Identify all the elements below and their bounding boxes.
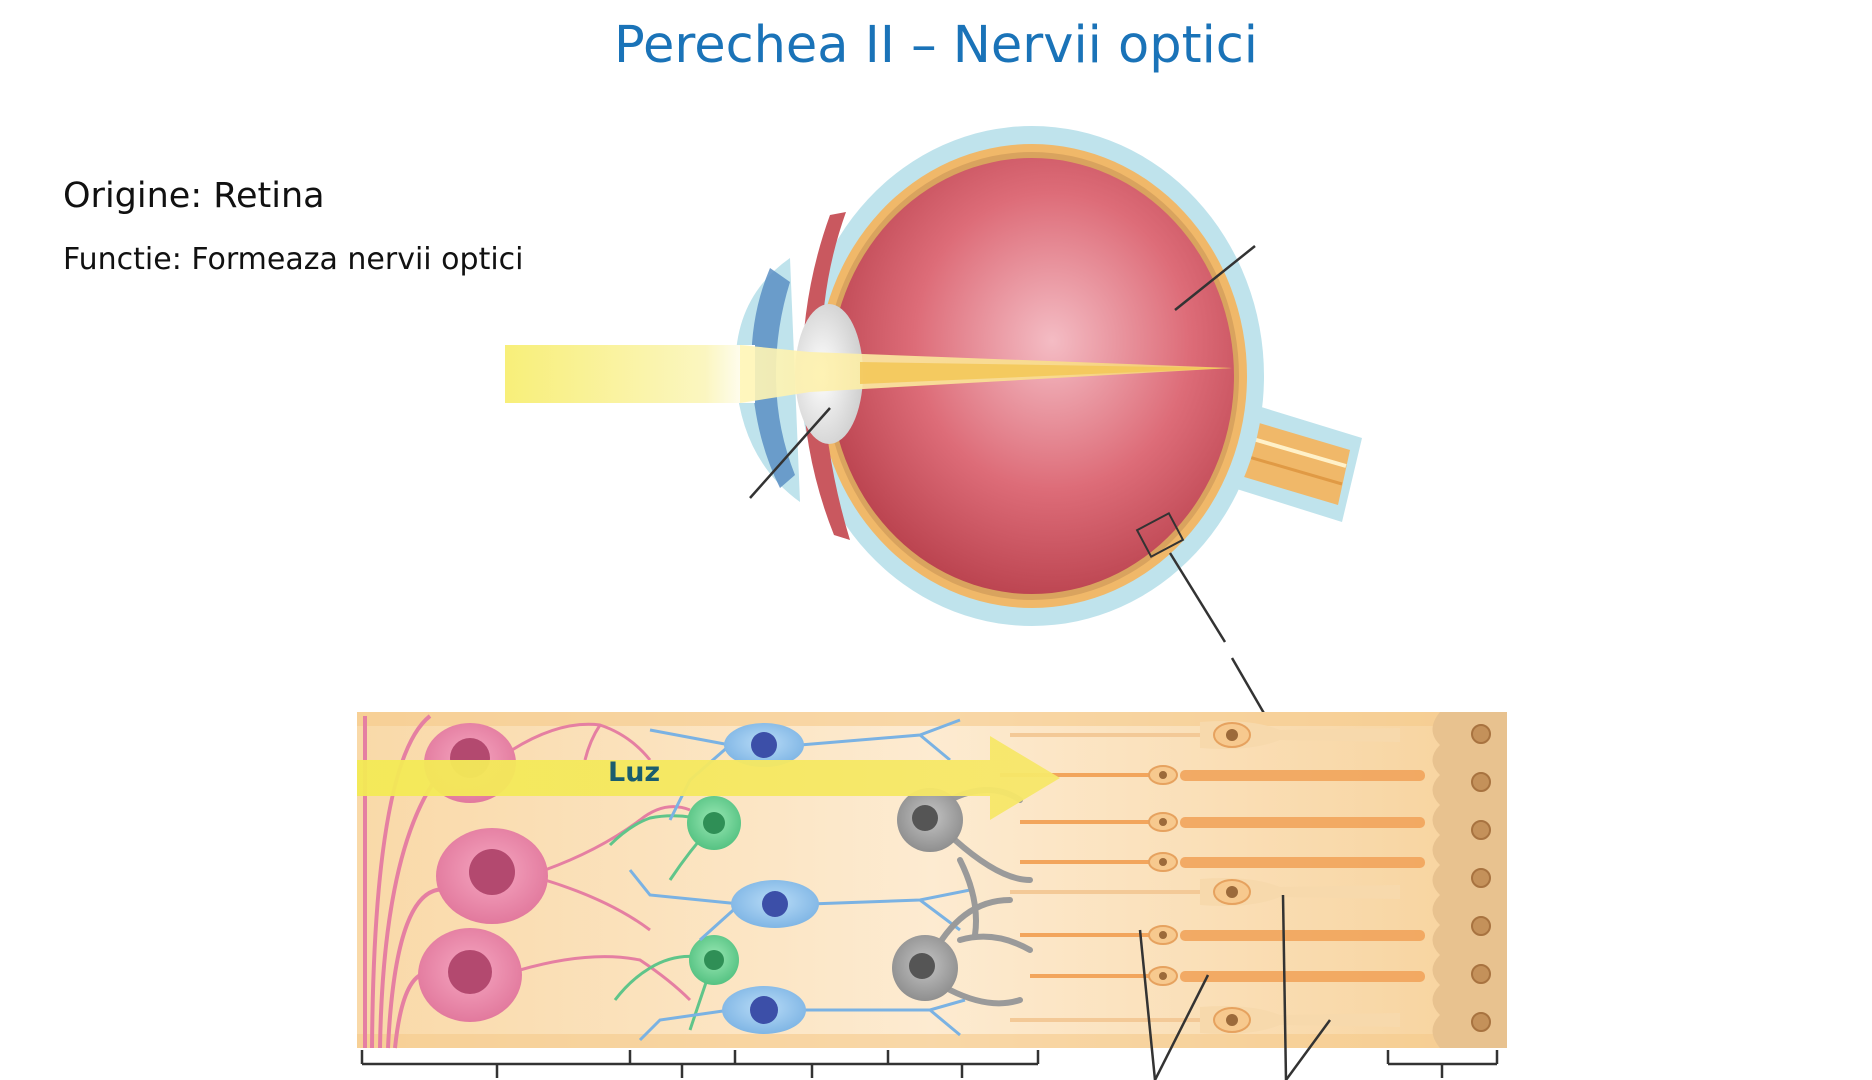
ganglion-nucleus [448,950,492,994]
origin-text: Origine: Retina [63,176,325,216]
slide-title: Perechea II – Nervii optici [614,16,1258,75]
retina-panel: Luz [357,712,1507,1080]
light-arrow: Luz [357,736,1060,820]
eye-illustration [505,126,1362,716]
iris [802,212,850,540]
retina-zoom-box [1135,511,1185,559]
function-text: Functie: Formeaza nervii optici [63,242,524,277]
ganglion-nucleus [469,849,515,895]
label-line-lens [749,407,831,499]
light-arrow-label: Luz [608,757,660,788]
bipolar-cells [628,718,971,1042]
horizontal-cells [892,787,1033,1007]
pigment-epithelium [1432,712,1507,1048]
amacrine-cells [608,796,741,1031]
zoom-line-lower [1230,657,1267,716]
light-beam [505,345,755,403]
photoreceptors [1000,721,1425,1034]
layer-brackets [360,1050,1499,1078]
zoom-line-upper [1168,552,1227,643]
label-pointer-lines [1138,894,1332,1080]
label-line-vitreous [1174,245,1256,311]
